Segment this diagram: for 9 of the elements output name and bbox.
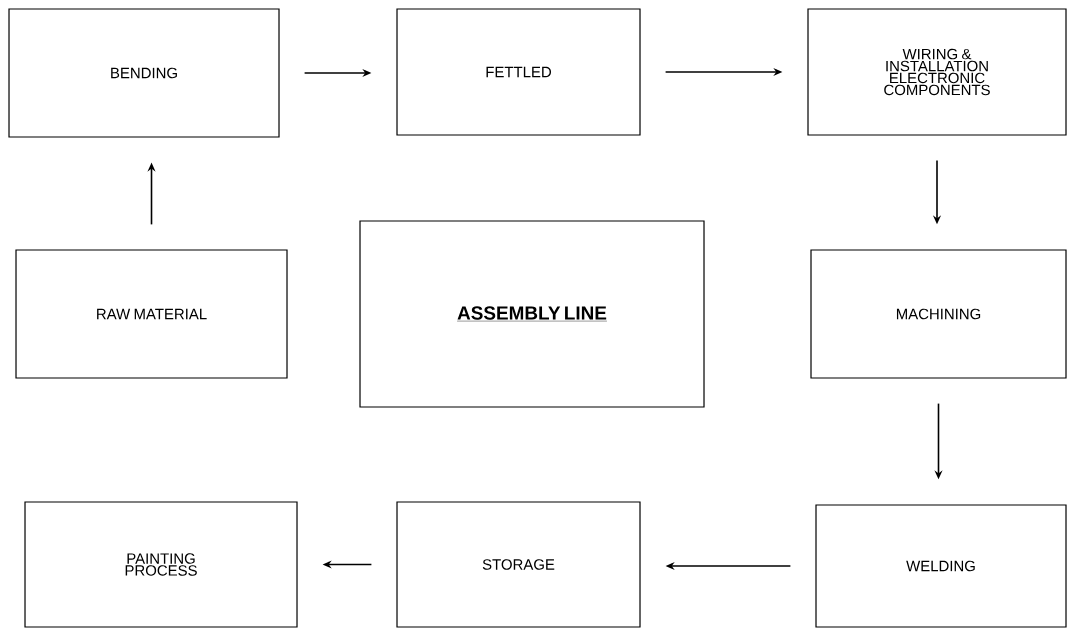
- process-box: RAW MATERIAL: [15, 249, 288, 379]
- process-box: FETTLED: [396, 8, 641, 136]
- title-box: ASSEMBLY LINE: [359, 220, 705, 408]
- process-box: BENDING: [8, 8, 280, 138]
- process-box: WELDING: [815, 504, 1067, 628]
- process-box: WIRING & INSTALLATION ELECTRONIC COMPONENTS: [807, 8, 1067, 136]
- process-box: STORAGE: [396, 501, 641, 628]
- process-box: PAINTING PROCESS: [24, 501, 298, 628]
- process-box: MACHINING: [810, 249, 1067, 379]
